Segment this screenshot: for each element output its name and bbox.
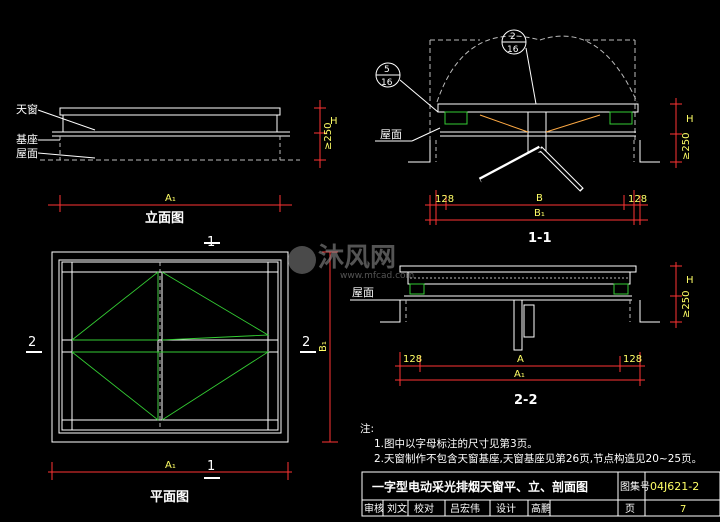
section-1-1-dim-b: B xyxy=(536,193,543,204)
title-block-check: 校对 xyxy=(414,502,434,515)
elevation-label-skylight: 天窗 xyxy=(16,102,38,116)
title-block-page-label: 页 xyxy=(625,503,635,515)
notes-line-2: 2.天窗制作不包含天窗基座,天窗基座见第26页,节点构造见20~25页。 xyxy=(374,452,702,465)
callout-2-bottom: 16 xyxy=(507,45,519,55)
plan-dim-a1: A₁ xyxy=(165,460,176,471)
section-2-2-dim-h: H xyxy=(686,275,694,286)
title-block-reviewer: 刘文 xyxy=(387,502,407,515)
plan-title: 平面图 xyxy=(150,490,189,505)
section-2-2-dim-a: A xyxy=(517,354,524,365)
section-1-1-dim-128-left: 128 xyxy=(435,194,454,205)
plan-mark-2-right: 2 xyxy=(302,335,310,350)
notes-line-1: 1.图中以字母标注的尺寸见第3页。 xyxy=(374,437,538,450)
plan-mark-1-top: 1 xyxy=(207,235,215,250)
callout-5-bottom: 16 xyxy=(381,78,393,88)
section-1-1-label-roof: 屋面 xyxy=(380,128,402,141)
notes-heading: 注: xyxy=(360,422,374,435)
plan-view xyxy=(48,251,338,480)
elevation-title: 立面图 xyxy=(145,210,184,226)
section-2-2-dim-250: ≥250 xyxy=(681,291,692,318)
elevation-label-base: 基座 xyxy=(16,132,38,146)
title-block-atlas-label: 图集号 xyxy=(620,480,650,493)
section-1-1-dim-h: H xyxy=(686,114,694,125)
watermark-brand: 沐风网 xyxy=(318,243,396,273)
section-2-2-dim-a1: A₁ xyxy=(514,369,525,380)
title-block-designer: 高鹏 xyxy=(531,502,551,515)
callout-2-top: 2 xyxy=(510,32,516,42)
section-1-1-dim-250: ≥250 xyxy=(681,133,692,160)
section-2-2-label-roof: 屋面 xyxy=(352,286,374,299)
section-1-1-dim-b1: B₁ xyxy=(534,208,545,219)
section-1-1-dim-128-right: 128 xyxy=(628,194,647,205)
plan-section-marks xyxy=(26,242,316,479)
section-2-2-title: 2-2 xyxy=(514,393,538,408)
section-2-2-dim-128-right: 128 xyxy=(623,354,642,365)
section-1-1-title: 1-1 xyxy=(528,231,552,246)
plan-mark-1-bottom: 1 xyxy=(207,459,215,474)
title-block-page-no: 7 xyxy=(680,504,686,515)
plan-dim-b1: B₁ xyxy=(318,341,329,352)
title-block-checker: 吕宏伟 xyxy=(450,502,480,515)
title-block-drawing-title: 一字型电动采光排烟天窗平、立、剖面图 xyxy=(372,479,588,494)
title-block-design: 设计 xyxy=(496,502,516,515)
callout-5-top: 5 xyxy=(384,65,390,75)
elevation-dim-h: H xyxy=(330,116,338,127)
title-block xyxy=(361,471,720,517)
section-2-2-dim-128-left: 128 xyxy=(403,354,422,365)
elevation-view xyxy=(37,100,326,212)
section-1-1 xyxy=(375,29,682,225)
section-2-2 xyxy=(350,262,682,386)
watermark-url: www.mfcad.com xyxy=(340,271,414,281)
elevation-label-roof: 屋面 xyxy=(16,147,38,160)
elevation-dim-250: ≥250 xyxy=(323,123,334,150)
watermark: 沐风网 www.mfcad.com xyxy=(288,243,414,281)
plan-mark-2-left: 2 xyxy=(28,335,36,350)
elevation-dim-a1: A₁ xyxy=(165,193,176,204)
title-block-review: 审核 xyxy=(364,502,384,515)
title-block-atlas-no: 04J621-2 xyxy=(650,480,699,493)
